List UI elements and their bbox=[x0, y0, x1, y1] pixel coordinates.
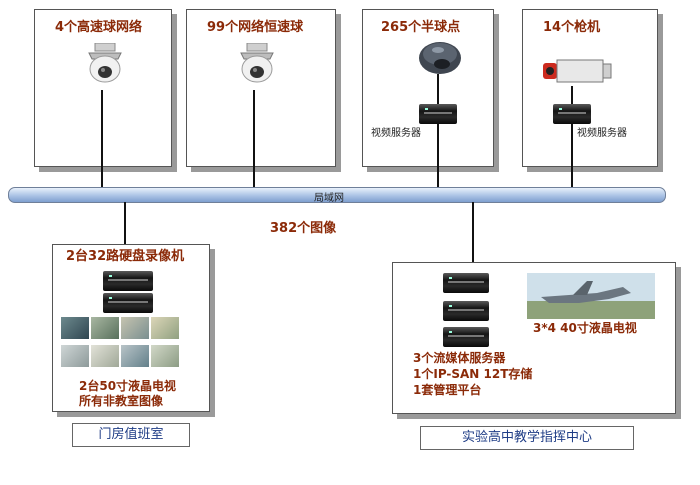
video-server-label: 视频服务器 bbox=[371, 128, 421, 139]
image-count-label: 382个图像 bbox=[270, 221, 337, 236]
mini-dome-camera-icon bbox=[419, 42, 461, 74]
jet-thumbnail bbox=[91, 317, 119, 339]
nvr-label: 2台32路硬盘录像机 bbox=[66, 249, 185, 264]
jet-thumbnail bbox=[61, 345, 89, 367]
jet-thumbnail bbox=[61, 317, 89, 339]
nvr-icon bbox=[103, 293, 153, 313]
camera-connector bbox=[571, 124, 573, 188]
camera-box-bullet: 14个枪机 视频服务器 bbox=[522, 9, 658, 188]
lan-label: 局域网 bbox=[314, 193, 344, 204]
jet-thumbnail bbox=[151, 317, 179, 339]
camera-title: 265个半球点 bbox=[381, 20, 461, 35]
camera-connector bbox=[437, 124, 439, 188]
jet-thumbnail bbox=[121, 317, 149, 339]
jet-thumbnail bbox=[121, 345, 149, 367]
guard-room-caption: 门房值班室 bbox=[72, 423, 190, 447]
command-center-connector bbox=[472, 202, 474, 262]
command-center-caption: 实验高中教学指挥中心 bbox=[420, 426, 634, 450]
nvr-icon bbox=[103, 271, 153, 291]
command-tv-label: 3*4 40寸液晶电视 bbox=[533, 321, 637, 335]
camera-title: 99个网络恒速球 bbox=[207, 20, 304, 35]
streaming-server-text: 3个流媒体服务器 bbox=[413, 351, 506, 365]
camera-title: 14个枪机 bbox=[543, 20, 601, 35]
command-center-box: 3*4 40寸液晶电视 3个流媒体服务器 1个IP-SAN 12T存储 1套管理… bbox=[392, 262, 676, 414]
video-server-icon bbox=[553, 104, 591, 124]
media-server-icon bbox=[443, 273, 489, 293]
constant-dome-camera-icon bbox=[240, 43, 274, 83]
management-platform-text: 1套管理平台 bbox=[413, 383, 482, 397]
jet-thumbnail bbox=[91, 345, 119, 367]
camera-connector bbox=[101, 90, 103, 188]
jet-video-wall-image bbox=[527, 273, 655, 319]
guard-room-connector bbox=[124, 202, 126, 250]
media-server-icon bbox=[443, 327, 489, 347]
camera-box-constant-dome: 99个网络恒速球 bbox=[186, 9, 336, 188]
lan-bus: 局域网 bbox=[8, 187, 666, 204]
bullet-camera-icon bbox=[543, 59, 612, 83]
storage-text: 1个IP-SAN 12T存储 bbox=[413, 367, 533, 381]
guard-tv-scope: 所有非教室图像 bbox=[79, 394, 164, 408]
camera-box-mini-dome: 265个半球点 视频服务器 bbox=[362, 9, 494, 188]
camera-connector bbox=[571, 86, 573, 106]
video-server-icon bbox=[419, 104, 457, 124]
camera-title: 4个高速球网络 bbox=[55, 20, 143, 35]
guard-room-box: 2台32路硬盘录像机 2台50寸液晶电视 所有非教室图像 bbox=[52, 244, 210, 412]
video-server-label: 视频服务器 bbox=[577, 128, 627, 139]
camera-connector bbox=[253, 90, 255, 188]
media-server-icon bbox=[443, 301, 489, 321]
camera-connector bbox=[437, 74, 439, 106]
jet-thumbnail bbox=[151, 345, 179, 367]
speed-dome-camera-icon bbox=[88, 43, 122, 83]
guard-tv-label: 2台50寸液晶电视 bbox=[79, 379, 177, 393]
camera-box-speed-dome: 4个高速球网络 bbox=[34, 9, 172, 188]
